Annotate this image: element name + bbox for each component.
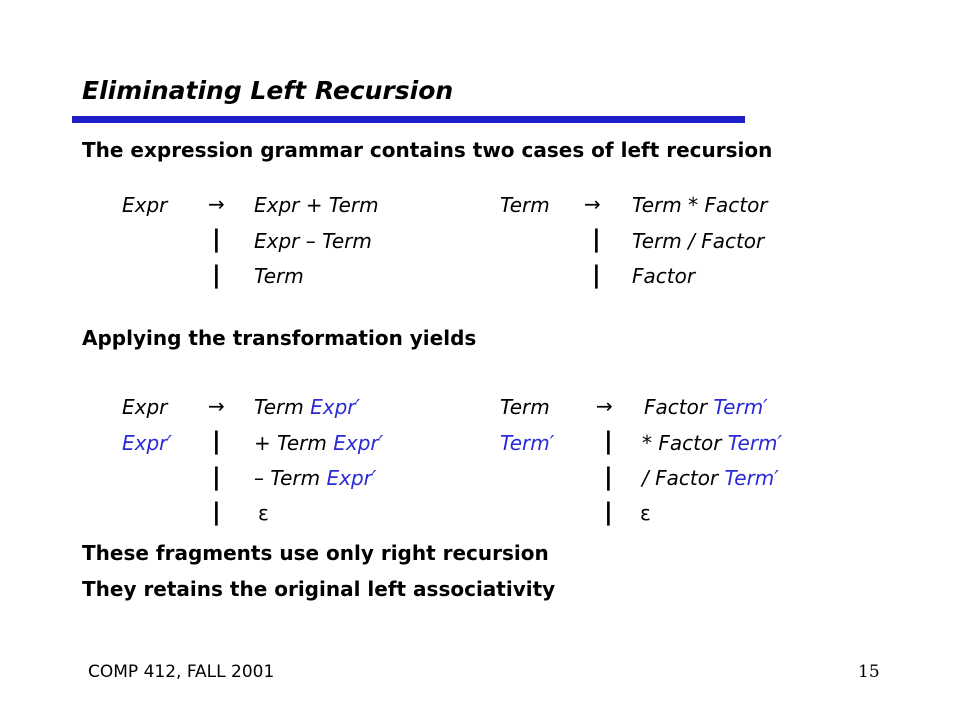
tr-termp-rule-2: / Factor Term′ [642, 466, 779, 490]
tr-term-arrow: → [596, 394, 613, 418]
tr-termp-epsilon: ε [640, 501, 651, 525]
orig-expr-arrow: → [208, 192, 225, 216]
tr-term-rule-1: Factor Term′ [644, 395, 768, 419]
orig-term-rule-3: Factor [632, 264, 696, 288]
orig-term-lhs: Term [500, 193, 550, 217]
tr-exprp-bar-2: | [212, 463, 221, 491]
orig-expr-lhs: Expr [122, 193, 168, 217]
intro-text: The expression grammar contains two case… [82, 138, 773, 162]
tr-exprp-lhs: Expr′ [122, 431, 172, 455]
tr-exprp-rule-1: + Term Expr′ [254, 431, 384, 455]
slide-title: Eliminating Left Recursion [82, 76, 454, 105]
orig-expr-bar-2: | [212, 261, 221, 289]
tr-exprp-rule-2: – Term Expr′ [254, 466, 377, 490]
footer-course: COMP 412, FALL 2001 [88, 662, 275, 682]
orig-term-arrow: → [584, 192, 601, 216]
tr-termp-bar-2: | [604, 463, 613, 491]
orig-term-rule-2: Term / Factor [632, 229, 765, 253]
tr-termp-bar-1: | [604, 427, 613, 455]
tr-exprp-bar-1: | [212, 427, 221, 455]
tr-exprp-bar-3: | [212, 498, 221, 526]
orig-term-bar-1: | [592, 225, 601, 253]
orig-term-rule-1: Term * Factor [632, 193, 768, 217]
page-number: 15 [858, 662, 880, 682]
title-underline [72, 116, 745, 123]
orig-expr-rule-3: Term [254, 264, 304, 288]
orig-term-bar-2: | [592, 261, 601, 289]
tr-term-lhs: Term [500, 395, 550, 419]
tr-expr-rule-1: Term Expr′ [254, 395, 361, 419]
conclusion-text-1: These fragments use only right recursion [82, 541, 549, 565]
tr-exprp-epsilon: ε [258, 501, 269, 525]
applying-text: Applying the transformation yields [82, 326, 477, 350]
orig-expr-bar-1: | [212, 225, 221, 253]
tr-termp-bar-3: | [604, 498, 613, 526]
conclusion-text-2: They retains the original left associati… [82, 577, 556, 601]
tr-expr-arrow: → [208, 394, 225, 418]
tr-termp-lhs: Term′ [500, 431, 555, 455]
orig-expr-rule-2: Expr – Term [254, 229, 372, 253]
orig-expr-rule-1: Expr + Term [254, 193, 379, 217]
tr-termp-rule-1: * Factor Term′ [642, 431, 783, 455]
tr-expr-lhs: Expr [122, 395, 168, 419]
